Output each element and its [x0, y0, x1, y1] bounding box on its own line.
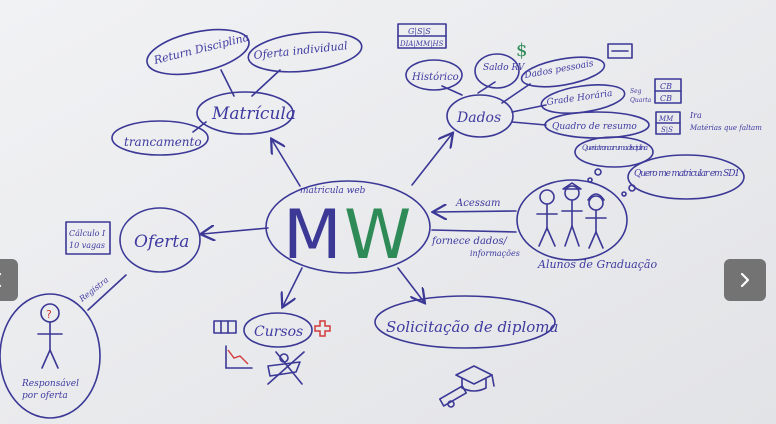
arrow-label-fornece-2: informações	[470, 249, 520, 258]
oferta-note-1: Cálculo I	[69, 229, 106, 238]
cursos-title: Cursos	[254, 324, 303, 340]
dados-child-historico: Histórico	[411, 72, 459, 83]
oferta-title: Oferta	[134, 232, 189, 252]
students-figures-icon	[536, 182, 607, 249]
alunos-branch: Alunos de Graduação Queria trancar uma d…	[431, 136, 745, 271]
dados-note-materias: Matérias que faltam	[689, 124, 762, 132]
diploma-branch: Solicitação de diploma	[374, 295, 558, 408]
ss-top: MM	[658, 115, 674, 123]
oferta-note-2: 10 vagas	[69, 241, 105, 250]
dados-child-saldo: Saldo RV	[483, 63, 526, 73]
dados-child-quadro: Quadro de resumo	[552, 122, 637, 132]
cursos-branch: Cursos	[213, 312, 331, 385]
arrow-label-fornece-1: fornece dados/	[431, 236, 508, 247]
center-letter-w: W	[344, 196, 411, 275]
ss-bottom: S|S	[661, 126, 673, 134]
center-letter-m: M	[283, 196, 342, 275]
dados-title: Dados	[456, 110, 501, 126]
center-node: matricula web M W	[265, 180, 431, 275]
grade-left-2: Quarta	[630, 97, 652, 104]
matricula-child-trancamento: trancamento	[124, 135, 202, 149]
graduation-cap-icon	[438, 365, 495, 408]
cb-top: CB	[660, 82, 672, 91]
oferta-person-label-1: Responsável	[21, 378, 79, 389]
tools-icon	[267, 351, 305, 385]
cb-bottom: CB	[660, 94, 672, 103]
arrow-label-acessam: Acessam	[455, 198, 500, 209]
dados-note-ira: Ira	[689, 111, 702, 120]
calendar-icon	[213, 320, 237, 334]
chevron-right-icon	[740, 272, 750, 288]
dollar-icon: $	[516, 40, 527, 61]
alunos-label: Alunos de Graduação	[537, 258, 657, 271]
responsible-person-icon: ?	[37, 303, 63, 369]
grade-left-1: Seg	[630, 88, 642, 95]
previous-image-button[interactable]	[0, 259, 18, 301]
matricula-title: Matrícula	[211, 104, 296, 124]
oferta-person-label-2: por oferta	[22, 391, 68, 401]
first-aid-icon	[314, 320, 331, 337]
next-image-button[interactable]	[724, 259, 766, 301]
gss-bottom: DIA|MM|HS	[399, 40, 444, 48]
svg-text:?: ?	[46, 308, 52, 321]
gss-top: G|S|S	[408, 27, 431, 36]
chart-icon	[225, 345, 253, 369]
diploma-title: Solicitação de diploma	[386, 318, 558, 336]
center-small-label: matricula web	[300, 186, 366, 196]
chevron-left-icon	[0, 272, 2, 288]
alunos-bubble-1: Queria trancar uma disciplina	[582, 144, 648, 152]
alunos-bubble-2: Quero me matricular em SD1	[634, 169, 740, 179]
